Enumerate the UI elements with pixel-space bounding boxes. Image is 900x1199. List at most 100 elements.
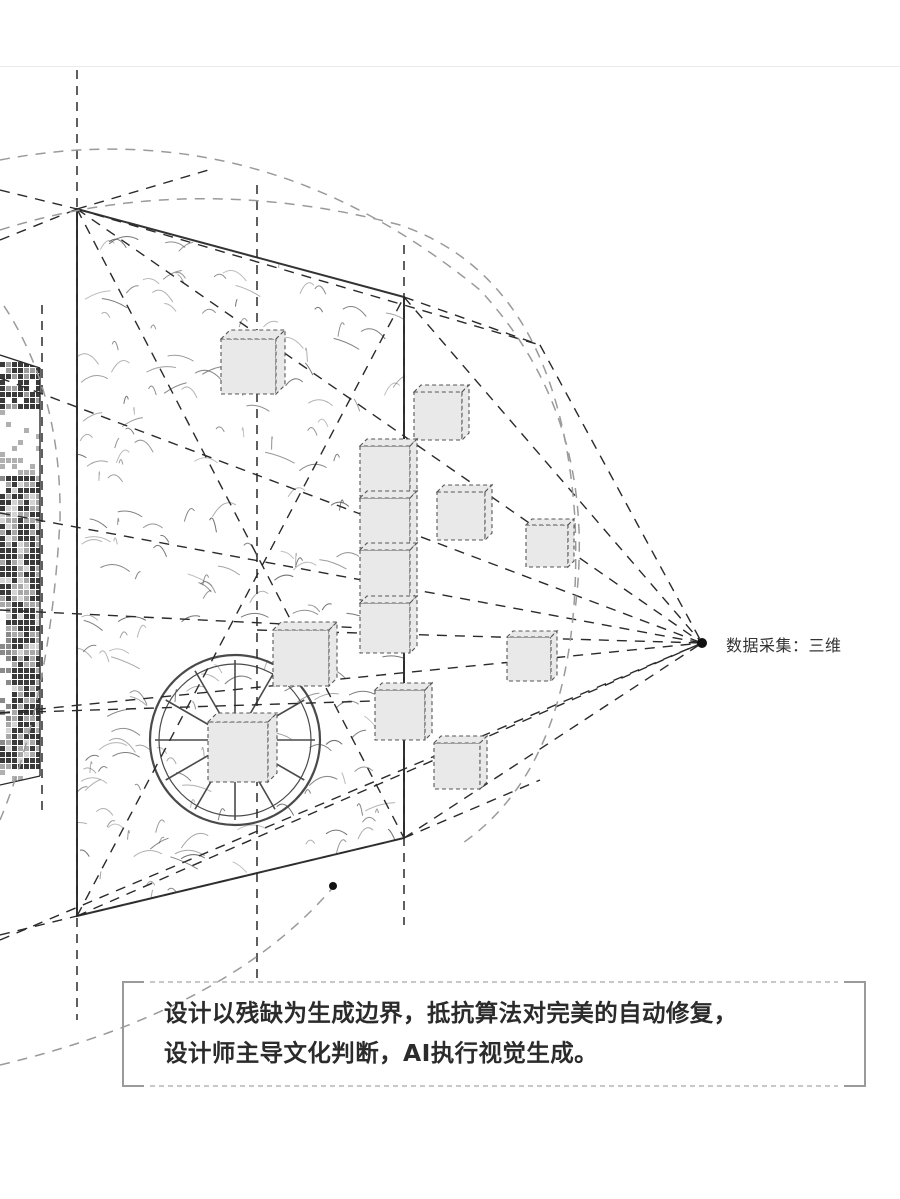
sketch-stroke [333,337,360,350]
cube-face-top [373,682,434,691]
sketch-stroke [175,772,192,782]
mosaic-pixel [18,650,23,655]
cube-face-side [484,483,493,542]
sketch-stroke [287,487,306,498]
mosaic-pixel [36,638,40,643]
mosaic-pixel [12,650,17,655]
mosaic-pixel [30,590,35,595]
sketch-stroke [134,571,141,580]
mosaic-pixel [6,584,11,589]
projection-ray [403,642,703,839]
sketch-stroke [190,799,196,808]
mosaic-pixel [18,590,23,595]
sketch-stroke [321,603,332,611]
sketch-stroke [155,819,166,833]
mosaic-pixel [36,368,40,373]
sketch-stroke [280,550,295,560]
sketch-stroke [345,884,365,892]
sketch-stroke [129,690,148,705]
projection-ray [76,837,405,917]
sketch-stroke [175,271,186,279]
mosaic-pixel [18,506,23,511]
mosaic-pixel [18,572,23,577]
mosaic-pixel [24,560,29,565]
sketch-stroke [209,517,217,533]
mosaic-pixel [18,668,23,673]
mosaic-pixel [36,500,40,505]
mosaic-pixel [6,746,11,751]
mosaic-pixel [6,422,11,427]
mosaic-pixel [24,626,29,631]
mosaic-pixel [30,746,35,751]
sketch-stroke [81,614,99,621]
mosaic-pixel [24,656,29,661]
mosaic-pixel [0,398,5,403]
mosaic-pixel [36,398,40,403]
mosaic-pixel [18,740,23,745]
sketch-stroke [98,471,101,481]
sketch-stroke [111,340,119,351]
mosaic-pixel [24,662,29,667]
mosaic-pixel [36,632,40,637]
mosaic-pixel [36,488,40,493]
mosaic-pixel [6,476,11,481]
mosaic-pixel [18,728,23,733]
caption-line-1: 设计以残缺为生成边界，抵抗算法对完美的自动修复， [164,999,738,1027]
mosaic-pixel [30,368,35,373]
mosaic-pixel [36,722,40,727]
mosaic-pixel [24,614,29,619]
voxel-cube [432,734,489,791]
sketch-stroke [307,604,321,613]
mosaic-pixel [24,734,29,739]
caption-frame [122,981,866,1087]
mosaic-pixel [36,626,40,631]
mosaic-pixel [24,548,29,553]
mosaic-pixel [30,578,35,583]
mosaic-pixel [30,680,35,685]
sketch-stroke [314,306,324,313]
mosaic-pixel [12,680,17,685]
projection-ray [76,208,541,346]
mosaic-pixel [30,734,35,739]
mosaic-pixel [12,752,17,757]
mosaic-pixel [30,626,35,631]
mosaic-pixel [6,572,11,577]
voxel-cube [524,517,576,569]
sketch-stroke [112,751,140,758]
mosaic-pixel [6,374,11,379]
sketch-stroke [354,870,379,879]
sketch-stroke [84,290,111,300]
sketch-stroke [101,311,111,318]
mosaic-pixel [24,746,29,751]
cube-face-side [567,517,575,569]
mosaic-pixel [18,638,23,643]
mosaic-pixel [6,656,11,661]
mosaic-pixel [24,572,29,577]
voxel-cube [505,629,559,683]
mosaic-pixel [6,734,11,739]
sketch-stroke [232,861,248,873]
mosaic-pixel [6,764,11,769]
projection-ray [76,167,216,210]
caption-line-2: 设计师主导文化判断，AI执行视觉生成。 [164,1039,599,1067]
cube-face-top [219,329,287,340]
mosaic-pixel [18,578,23,583]
cube-face-top [524,518,576,526]
sketch-stroke [222,270,247,282]
sketch-stroke [213,273,227,280]
sketch-stroke [357,827,374,840]
sketch-stroke [392,374,404,388]
sketch-stroke [77,453,87,459]
mosaic-pixel [24,566,29,571]
mosaic-pixel [18,602,23,607]
mosaic-pixel [12,674,17,679]
mosaic-pixel [36,512,40,517]
projection-ray [0,377,703,644]
projection-ray [0,512,703,644]
mosaic-pixel [24,644,29,649]
mosaic-pixel [0,566,5,571]
mosaic-pixel [30,392,35,397]
sketch-stroke [317,418,329,428]
mosaic-pixel [12,584,17,589]
sketch-stroke [108,737,136,753]
